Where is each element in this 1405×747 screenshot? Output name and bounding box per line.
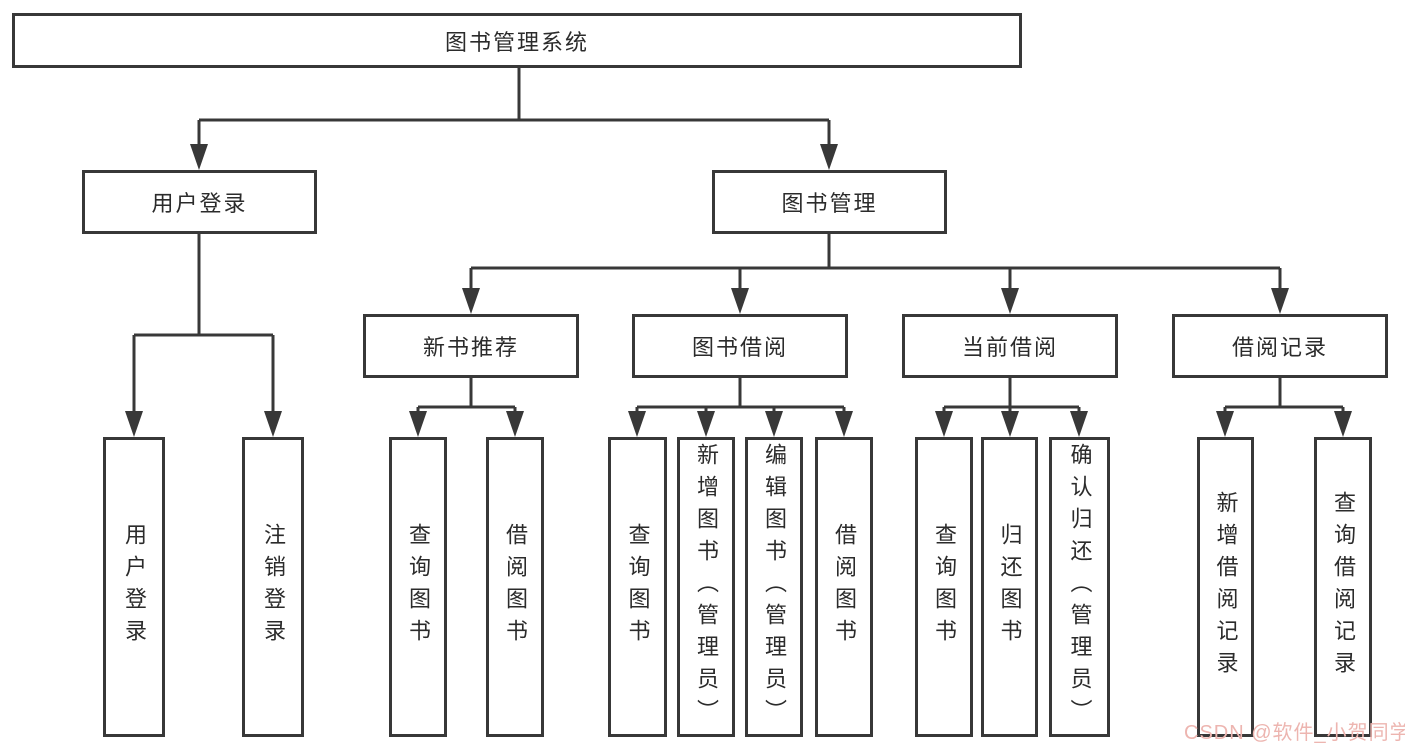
leaf-query-borrow-record: 查询借阅记录	[1314, 437, 1372, 737]
node-book-management-label: 图书管理	[781, 191, 878, 216]
leaf-add-borrow-record-label: 新增借阅记录	[1213, 491, 1239, 683]
node-user-login-label: 用户登录	[151, 191, 248, 216]
leaf-current-query-books-label: 查询图书	[932, 523, 957, 651]
node-current-borrowing: 当前借阅	[902, 314, 1118, 378]
leaf-edit-books-admin: 编辑图书（管理员）	[745, 437, 803, 737]
arrowheads	[125, 144, 1352, 437]
leaf-return-books-label: 归还图书	[997, 523, 1023, 651]
leaf-borrowing-query-books-label: 查询图书	[625, 523, 651, 651]
node-new-book-recommend-label: 新书推荐	[422, 335, 519, 360]
leaf-recommend-borrow-books-label: 借阅图书	[503, 523, 528, 651]
leaf-add-books-admin: 新增图书（管理员）	[677, 437, 735, 737]
leaf-borrowing-query-books: 查询图书	[608, 437, 667, 737]
leaf-add-borrow-record: 新增借阅记录	[1197, 437, 1254, 737]
node-current-borrowing-label: 当前借阅	[961, 335, 1058, 360]
leaf-add-books-admin-label: 新增图书（管理员）	[694, 443, 719, 731]
node-book-borrowing: 图书借阅	[632, 314, 848, 378]
watermark: CSDN @软件_小贺同学	[1184, 722, 1405, 744]
node-new-book-recommend: 新书推荐	[363, 314, 579, 378]
leaf-current-query-books: 查询图书	[915, 437, 973, 737]
leaf-edit-books-admin-label: 编辑图书（管理员）	[762, 443, 787, 731]
node-borrowing-records: 借阅记录	[1172, 314, 1388, 378]
leaf-confirm-return-admin-label: 确认归还（管理员）	[1067, 443, 1093, 731]
leaf-user-login: 用户登录	[103, 437, 165, 737]
leaf-query-borrow-record-label: 查询借阅记录	[1331, 491, 1356, 683]
node-user-login: 用户登录	[82, 170, 317, 234]
leaf-logout: 注销登录	[242, 437, 304, 737]
leaf-return-books: 归还图书	[981, 437, 1038, 737]
node-book-borrowing-label: 图书借阅	[691, 335, 788, 360]
leaf-borrowing-borrow-books: 借阅图书	[815, 437, 873, 737]
leaf-recommend-borrow-books: 借阅图书	[486, 437, 544, 737]
leaf-user-login-label: 用户登录	[122, 523, 147, 651]
node-borrowing-records-label: 借阅记录	[1231, 335, 1328, 360]
leaf-confirm-return-admin: 确认归还（管理员）	[1049, 437, 1110, 737]
node-root-label: 图书管理系统	[444, 29, 589, 55]
leaf-borrowing-borrow-books-label: 借阅图书	[832, 523, 857, 651]
leaf-recommend-query-books-label: 查询图书	[406, 523, 431, 651]
leaf-recommend-query-books: 查询图书	[389, 437, 447, 737]
leaf-logout-label: 注销登录	[261, 523, 286, 651]
node-root: 图书管理系统	[12, 13, 1022, 68]
node-book-management: 图书管理	[712, 170, 947, 234]
